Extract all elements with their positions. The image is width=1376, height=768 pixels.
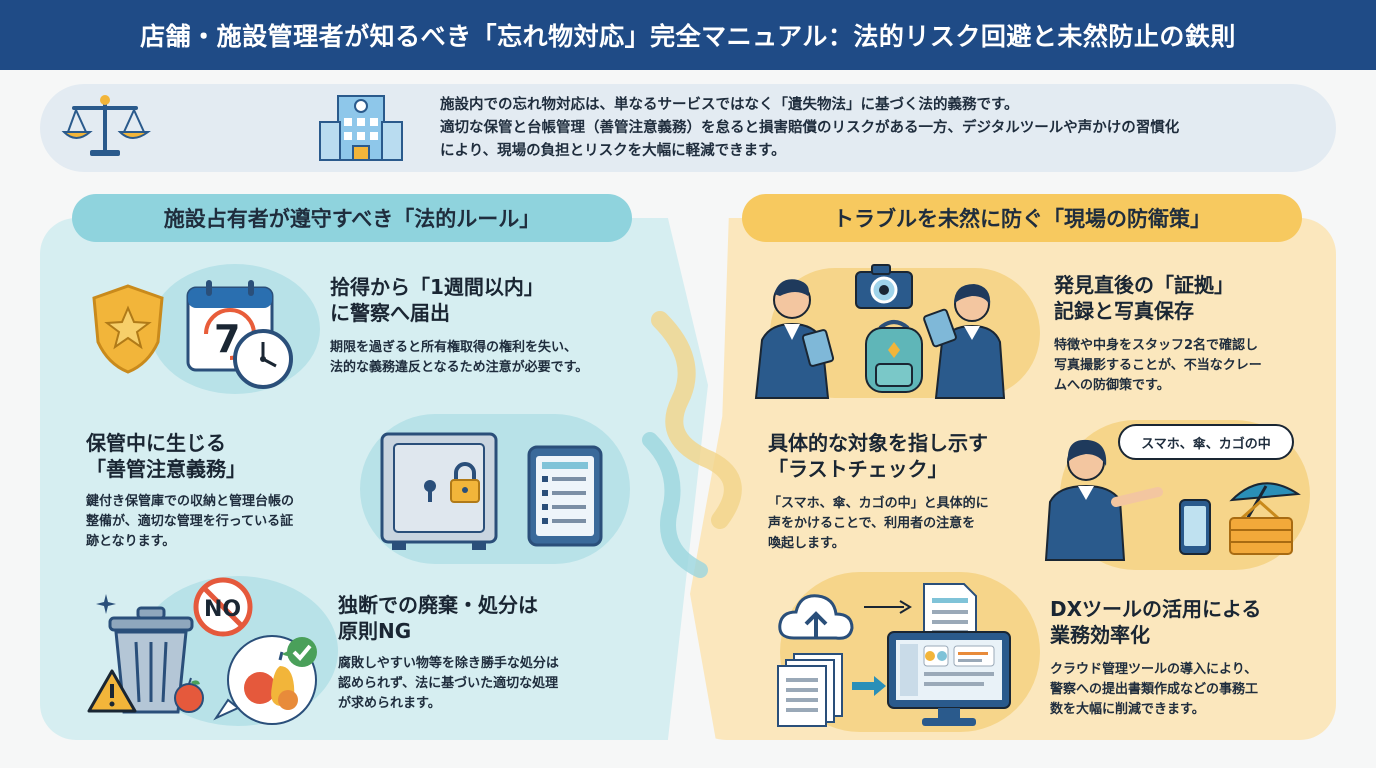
title-line: 業務効率化 [1050, 623, 1150, 647]
right-item2-desc: 「スマホ、傘、カゴの中」と具体的に 声をかけることで、利用者の注意を 喚起します… [768, 494, 989, 554]
title-line: 「善管注意義務」 [86, 457, 246, 481]
intro-line: 適切な保管と台帳管理（善管注意義務）を怠ると損害賠償のリスクがある一方、デジタル… [440, 120, 1180, 136]
right-item2-title: 具体的な対象を指し示す 「ラストチェック」 [768, 430, 988, 482]
staff-icon [754, 279, 835, 399]
right-item3-title: DXツールの活用による 業務効率化 [1050, 596, 1261, 648]
building-icon [319, 95, 403, 161]
arrow-right-icon [852, 676, 886, 696]
title-line: に警察へ届出 [330, 301, 450, 325]
wave-decoration [642, 311, 742, 578]
desc-line: ムへの防御策です。 [1054, 378, 1170, 393]
desc-line: 整備が、適切な管理を行っている証 [86, 514, 294, 529]
desc-line: 写真撮影することが、不当なクレー [1054, 358, 1262, 373]
desc-line: クラウド管理ツールの導入により、 [1050, 662, 1258, 677]
title-line: 「ラストチェック」 [768, 457, 948, 481]
document-icon [777, 653, 843, 727]
title-line: 記録と写真保存 [1054, 299, 1194, 323]
left-heading-text: 施設占有者が遵守すべき「法的ルール」 [163, 207, 541, 231]
title-line: 具体的な対象を指し示す [768, 431, 988, 455]
desc-line: 特徴や中身をスタッフ2名で確認し [1054, 338, 1259, 353]
title-line: 原則NG [338, 619, 412, 643]
intro-line: により、現場の負担とリスクを大幅に軽減できます。 [440, 143, 786, 159]
clock-icon [233, 329, 293, 389]
intro-text: 施設内での忘れ物対応は、単なるサービスではなく「遺失物法」に基づく法的義務です。… [440, 94, 1320, 163]
left-item2-desc: 鍵付き保管庫での収納と管理台帳の 整備が、適切な管理を行っている証 跡となります… [86, 492, 294, 552]
staff-icon [923, 284, 1006, 399]
desc-line: 「スマホ、傘、カゴの中」と具体的に [768, 496, 989, 511]
desc-line: 法的な義務違反となるため注意が必要です。 [330, 360, 589, 375]
left-item3-title: 独断での廃棄・処分は 原則NG [338, 592, 538, 644]
desc-line: 数を大幅に削減できます。 [1050, 702, 1205, 717]
desc-line: 認められず、法に基づいた適切な処理 [338, 676, 559, 691]
desc-line: 喚起します。 [768, 536, 845, 551]
title-line: 発見直後の「証拠」 [1054, 273, 1234, 297]
warning-icon [87, 669, 137, 713]
staff-icon [1044, 439, 1163, 561]
right-item3-desc: クラウド管理ツールの導入により、 警察への提出書類作成などの事務工 数を大幅に削… [1050, 660, 1258, 720]
desc-line: 警察への提出書類作成などの事務工 [1050, 682, 1259, 697]
title-line: 保管中に生じる [86, 431, 226, 455]
left-item1-desc: 期限を過ぎると所有権取得の権利を失い、 法的な義務違反となるため注意が必要です。 [330, 338, 588, 378]
left-item3-desc: 腐敗しやすい物等を除き勝手な処分は 認められず、法に基づいた適切な処理 が求めら… [338, 654, 559, 714]
no-sign-icon: NO [193, 577, 253, 637]
desc-line: が求められます。 [338, 696, 441, 711]
scales-icon [61, 95, 152, 156]
speech-bubble: スマホ、傘、カゴの中 [1118, 424, 1294, 460]
title-line: 拾得から「1週間以内」 [330, 275, 544, 299]
badge-icon [92, 284, 164, 374]
sparkle-icon [96, 594, 116, 614]
smartphone-icon [1179, 499, 1211, 555]
no-label: NO [204, 597, 241, 622]
right-heading-text: トラブルを未然に防ぐ「現場の防衛策」 [833, 207, 1211, 231]
check-icon [287, 637, 317, 667]
right-item1-title: 発見直後の「証拠」 記録と写真保存 [1054, 272, 1234, 324]
monitor-icon [887, 631, 1011, 726]
arrow-right-icon [864, 600, 912, 614]
desc-line: 跡となります。 [86, 534, 176, 549]
basket-icon [1229, 499, 1293, 555]
lock-icon [450, 462, 480, 503]
title-line: 独断での廃棄・処分は [338, 593, 538, 617]
backpack-icon [865, 320, 923, 393]
left-section-heading: 施設占有者が遵守すべき「法的ルール」 [72, 194, 632, 242]
page-title: 店舗・施設管理者が知るべき「忘れ物対応」完全マニュアル：法的リスク回避と未然防止… [140, 22, 1236, 51]
camera-icon [855, 264, 913, 309]
page-header: 店舗・施設管理者が知るべき「忘れ物対応」完全マニュアル：法的リスク回避と未然防止… [0, 0, 1376, 70]
intro-banner: 施設内での忘れ物対応は、単なるサービスではなく「遺失物法」に基づく法的義務です。… [40, 84, 1336, 172]
bubble-text: スマホ、傘、カゴの中 [1141, 436, 1271, 452]
right-section-heading: トラブルを未然に防ぐ「現場の防衛策」 [742, 194, 1302, 242]
left-item1-title: 拾得から「1週間以内」 に警察へ届出 [330, 274, 544, 326]
desc-line: 腐敗しやすい物等を除き勝手な処分は [338, 656, 559, 671]
calendar-icon: 7 [186, 280, 274, 372]
title-line: DXツールの活用による [1050, 597, 1262, 621]
left-item2-title: 保管中に生じる 「善管注意義務」 [86, 430, 246, 482]
desc-line: 期限を過ぎると所有権取得の権利を失い、 [330, 340, 578, 355]
apple-icon [174, 677, 204, 713]
desc-line: 鍵付き保管庫での収納と管理台帳の [86, 494, 295, 509]
cloud-icon [778, 594, 854, 640]
right-item1-desc: 特徴や中身をスタッフ2名で確認し 写真撮影することが、不当なクレー ムへの防御策… [1054, 336, 1262, 396]
intro-line: 施設内での忘れ物対応は、単なるサービスではなく「遺失物法」に基づく法的義務です。 [440, 97, 1019, 113]
desc-line: 声をかけることで、利用者の注意を [768, 516, 976, 531]
tablet-icon [527, 445, 603, 547]
